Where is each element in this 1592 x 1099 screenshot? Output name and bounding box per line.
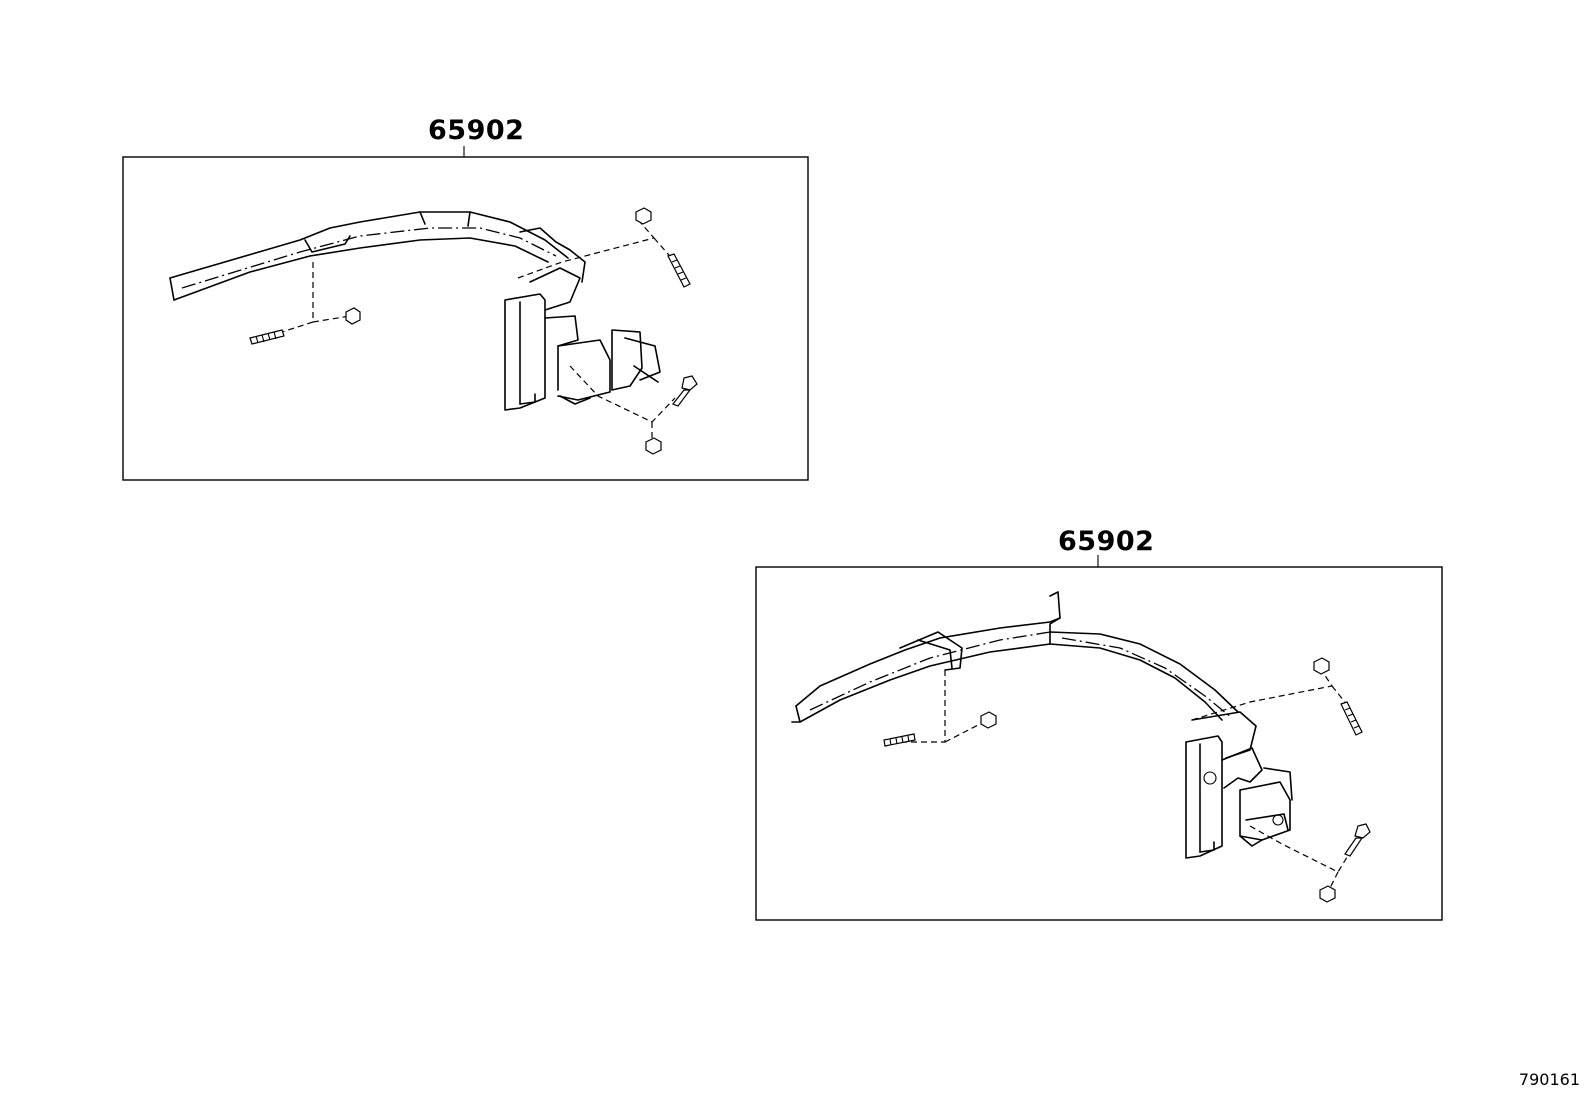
leader-stud-left-2 (888, 670, 946, 743)
nut-left-2 (980, 711, 997, 729)
panel-2 (755, 555, 1443, 921)
panel-1-frame (122, 156, 809, 481)
callout-part-number-1: 65902 (428, 115, 525, 146)
nut-top-2 (1313, 657, 1330, 675)
bolt-1 (672, 375, 698, 407)
nut-top-1 (635, 207, 652, 225)
nut-left-1 (345, 307, 361, 325)
leader-nut-left-2 (944, 721, 985, 743)
hinge-arm-2 (791, 591, 1239, 723)
bolt-2 (1344, 823, 1371, 857)
panel-1 (122, 146, 809, 481)
stud-bolt-top-1 (667, 253, 691, 288)
nut-bottom-1 (645, 437, 662, 455)
leader-nut-bottom-2 (1327, 871, 1339, 893)
panel-2-frame (755, 566, 1443, 921)
stud-bolt-left-2 (883, 733, 916, 747)
stud-bolt-top-2 (1340, 701, 1363, 736)
leader-stud-left-1 (256, 262, 314, 341)
leader-nut-top-1 (517, 221, 656, 279)
callout-part-number-2: 65902 (1058, 526, 1155, 557)
hinge-bracket-2 (1185, 711, 1293, 859)
leader-bolt-2 (1249, 825, 1356, 873)
leader-bolt-1 (569, 365, 676, 423)
nut-bottom-2 (1319, 885, 1336, 903)
figure-id: 790161 (1518, 1070, 1580, 1089)
leader-stud-top-1 (653, 237, 676, 263)
hinge-bracket-1 (504, 267, 661, 411)
hinge-arm-1 (169, 211, 586, 301)
stud-bolt-left-1 (249, 329, 285, 345)
leader-nut-top-2 (1191, 667, 1333, 721)
leader-nut-left-1 (312, 315, 351, 323)
